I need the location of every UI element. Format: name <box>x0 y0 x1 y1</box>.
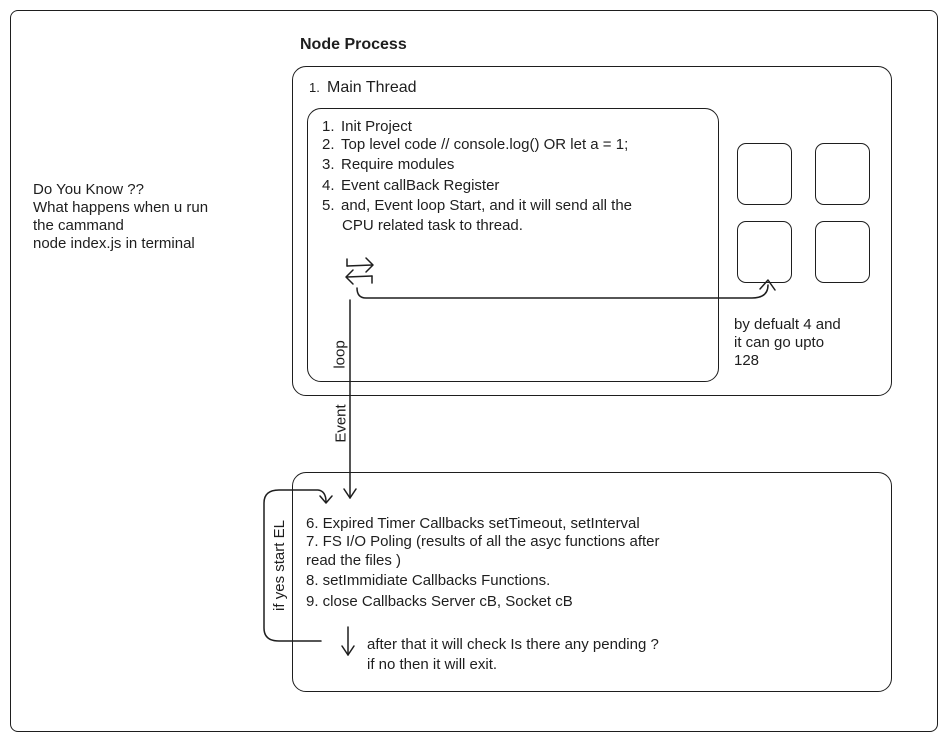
canvas-frame <box>10 10 938 732</box>
phase-item: 8. setImmidiate Callbacks Functions. <box>306 572 551 589</box>
step-text: Init Project <box>341 118 412 135</box>
worker-thread <box>737 221 792 283</box>
phase-item: 7. FS I/O Poling (results of all the asy… <box>306 533 660 550</box>
node-process-box <box>292 66 892 396</box>
intro-line: What happens when u run <box>33 199 209 216</box>
diagram-title: Node Process <box>300 36 407 53</box>
step-number: 5. <box>322 197 335 214</box>
step-number: 4. <box>322 177 335 194</box>
intro-line: the cammand <box>33 217 124 234</box>
to-thread-pool-arrow <box>356 284 769 299</box>
step-text: Require modules <box>341 156 455 173</box>
step-item: 2. Top level code // console.log() OR le… <box>322 136 628 153</box>
main-thread-heading-number: 1. <box>309 80 320 95</box>
step-number: 2. <box>322 136 335 153</box>
main-thread-heading: Main Thread <box>327 79 417 96</box>
step-text: Event callBack Register <box>341 177 500 194</box>
phase-item: 9. close Callbacks Server cB, Socket cB <box>306 593 573 610</box>
worker-thread <box>815 143 870 205</box>
pending-check-line: after that it will check Is there any pe… <box>367 636 659 653</box>
worker-thread <box>815 221 870 283</box>
intro-line: node index.js in terminal <box>33 235 195 252</box>
step-item: 5. and, Event loop Start, and it will se… <box>322 197 632 214</box>
step-item: 3. Require modules <box>322 156 454 173</box>
main-thread-box <box>307 108 719 382</box>
intro-line: Do You Know ?? <box>33 181 144 198</box>
restart-bracket <box>263 489 327 642</box>
phase-item: 6. Expired Timer Callbacks setTimeout, s… <box>306 515 640 532</box>
worker-thread <box>737 143 792 205</box>
step-item: 4. Event callBack Register <box>322 177 499 194</box>
step-text: and, Event loop Start, and it will send … <box>341 197 633 214</box>
step-5-continued: CPU related task to thread. <box>342 217 523 234</box>
phase-item: read the files ) <box>306 552 402 569</box>
step-number: 3. <box>322 156 335 173</box>
step-number: 1. <box>322 118 335 135</box>
step-item: 1. Init Project <box>322 118 412 135</box>
cycle-icon <box>345 257 374 285</box>
event-loop-box <box>292 472 892 692</box>
thread-pool-note: by defualt 4 and <box>734 316 841 333</box>
thread-pool-note: 128 <box>734 352 760 369</box>
step-text: Top level code // console.log() OR let a… <box>341 136 629 153</box>
thread-pool-note: it can go upto <box>734 334 825 351</box>
pending-check-line: if no then it will exit. <box>367 656 498 673</box>
